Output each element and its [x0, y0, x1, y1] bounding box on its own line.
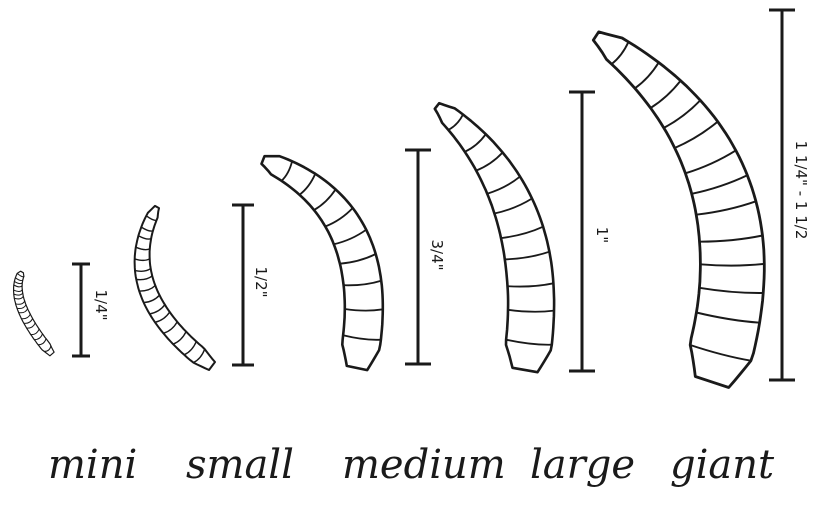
- worm-body: [593, 32, 764, 388]
- size-name-label: large: [530, 442, 635, 488]
- size-name-label: mini: [48, 442, 137, 488]
- size-measure-label: 3/4": [428, 239, 446, 270]
- worm-body: [435, 103, 554, 372]
- worm-giant-icon: [593, 32, 764, 388]
- size-name-label: small: [186, 442, 294, 488]
- size-measure-label: 1": [593, 227, 611, 243]
- size-measure-label: 1/4": [92, 289, 110, 320]
- worm-medium-icon: [262, 156, 383, 370]
- size-name-label: medium: [342, 442, 506, 488]
- size-ruler-small: 1/2": [232, 205, 270, 365]
- worm-small-icon: [135, 206, 215, 370]
- worm-mini-icon: [14, 271, 55, 356]
- size-ruler-mini: 1/4": [72, 264, 110, 356]
- size-measure-label: 1 1/4" - 1 1/2: [792, 141, 810, 240]
- size-ruler-medium: 3/4": [405, 150, 446, 364]
- size-ruler-large: 1": [569, 92, 611, 371]
- size-ruler-giant: 1 1/4" - 1 1/2: [769, 10, 810, 380]
- size-measure-label: 1/2": [252, 266, 270, 297]
- size-name-label: giant: [670, 442, 775, 488]
- worm-body: [262, 156, 383, 370]
- worm-large-icon: [435, 103, 554, 372]
